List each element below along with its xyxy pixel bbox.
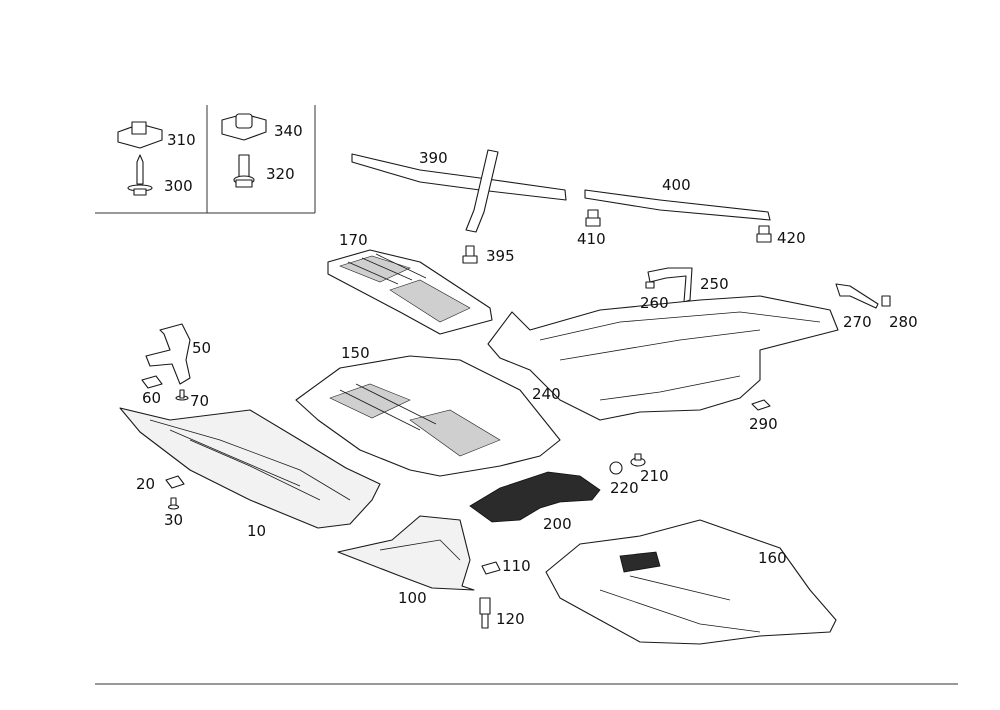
bracket-200 [469, 471, 601, 523]
callout-240: 240 [532, 385, 561, 403]
clip-210 [630, 453, 646, 467]
callout-60: 60 [142, 389, 161, 407]
bolt-320 [233, 154, 255, 188]
clip-280 [881, 295, 891, 307]
callout-160: 160 [758, 549, 787, 567]
clip-60 [141, 375, 163, 389]
screw-120 [479, 597, 491, 629]
callout-410: 410 [577, 230, 606, 248]
callout-250: 250 [700, 275, 729, 293]
callout-340: 340 [274, 122, 303, 140]
callout-280: 280 [889, 313, 918, 331]
washer-220 [609, 461, 623, 475]
callout-10: 10 [247, 522, 266, 540]
callout-120: 120 [496, 610, 525, 628]
panel-170 [327, 249, 493, 335]
screw-30 [167, 497, 180, 510]
fastener-key-box [95, 105, 316, 214]
clip-260 [645, 281, 655, 289]
callout-100: 100 [398, 589, 427, 607]
clip-20 [165, 475, 185, 489]
clip-110 [481, 561, 501, 575]
callout-390: 390 [419, 149, 448, 167]
clip-70 [175, 389, 189, 401]
callout-220: 220 [610, 479, 639, 497]
callout-20: 20 [136, 475, 155, 493]
callout-210: 210 [640, 467, 669, 485]
screw-300 [127, 154, 153, 196]
callout-420: 420 [777, 229, 806, 247]
panel-160 [545, 519, 837, 645]
callout-400: 400 [662, 176, 691, 194]
callout-150: 150 [341, 344, 370, 362]
callout-290: 290 [749, 415, 778, 433]
bolt-420 [756, 225, 772, 243]
callout-30: 30 [164, 511, 183, 529]
callout-310: 310 [167, 131, 196, 149]
callout-200: 200 [543, 515, 572, 533]
callout-260: 260 [640, 294, 669, 312]
callout-320: 320 [266, 165, 295, 183]
strut-390 [351, 149, 567, 233]
callout-170: 170 [339, 231, 368, 249]
panel-240 [487, 295, 839, 421]
callout-300: 300 [164, 177, 193, 195]
callout-110: 110 [502, 557, 531, 575]
panel-100 [337, 515, 475, 591]
callout-50: 50 [192, 339, 211, 357]
bracket-270 [835, 283, 879, 309]
callout-70: 70 [190, 392, 209, 410]
bolt-410 [585, 209, 601, 227]
bracket-50 [145, 323, 191, 385]
panel-10 [119, 407, 381, 529]
clip-nut-340 [221, 113, 267, 141]
callout-270: 270 [843, 313, 872, 331]
strut-400 [584, 189, 771, 221]
callout-395: 395 [486, 247, 515, 265]
clip-nut-310 [117, 121, 163, 149]
panel-150 [295, 355, 561, 477]
bolt-395 [462, 245, 478, 264]
clip-290 [751, 399, 771, 411]
